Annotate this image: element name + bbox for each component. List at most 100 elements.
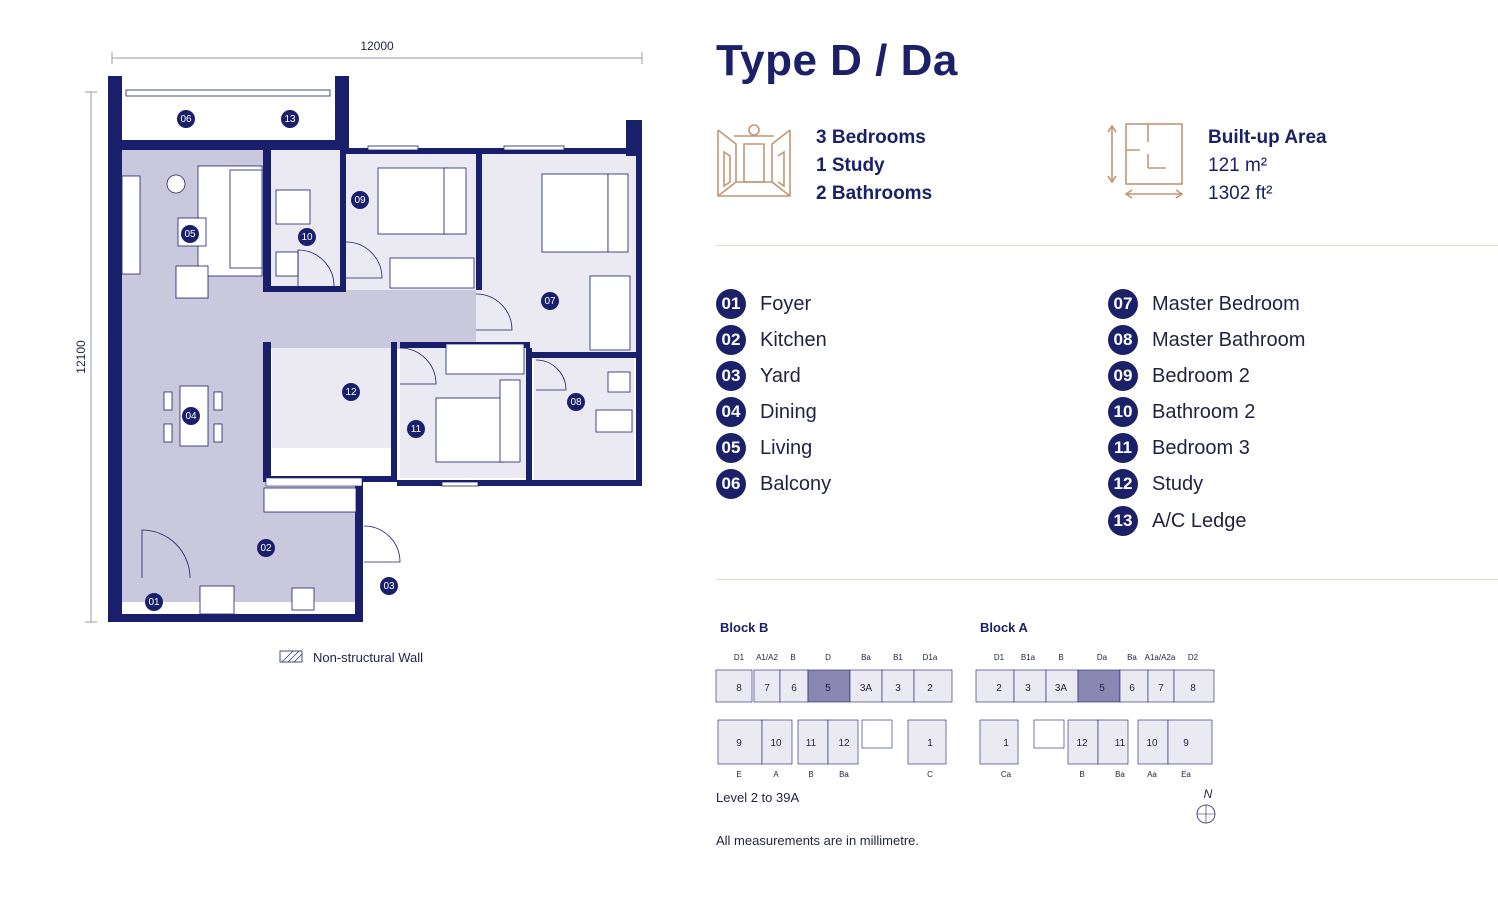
svg-text:A1/A2: A1/A2 bbox=[756, 653, 778, 662]
level-range: Level 2 to 39A bbox=[716, 790, 800, 805]
svg-text:C: C bbox=[927, 770, 933, 779]
room-badge-04: 04 bbox=[182, 407, 200, 425]
svg-text:B1: B1 bbox=[893, 653, 903, 662]
room-badge-05: 05 bbox=[181, 225, 199, 243]
svg-text:B1a: B1a bbox=[1021, 653, 1036, 662]
block-b-label: Block B bbox=[720, 620, 769, 635]
page-title: Type D / Da bbox=[716, 36, 958, 85]
rooms-summary: 3 Bedrooms 1 Study 2 Bathrooms bbox=[816, 124, 932, 208]
svg-text:6: 6 bbox=[1129, 683, 1135, 694]
block-a-label: Block A bbox=[980, 620, 1028, 635]
room-badge-02: 02 bbox=[257, 539, 275, 557]
fixtures bbox=[163, 165, 633, 615]
area-m2: 121 m² bbox=[1208, 155, 1268, 176]
svg-text:3: 3 bbox=[1025, 683, 1031, 694]
room-badge-09: 09 bbox=[351, 191, 369, 209]
svg-text:12: 12 bbox=[838, 738, 850, 749]
height-dim-label: 12100 bbox=[74, 340, 88, 374]
svg-text:B: B bbox=[808, 770, 813, 779]
footnote: All measurements are in millimetre. bbox=[716, 833, 920, 848]
svg-text:04: 04 bbox=[185, 411, 197, 422]
svg-text:10: 10 bbox=[301, 232, 313, 243]
room-badge-11: 11 bbox=[407, 420, 425, 438]
block-b-bottom-types: E A B Ba C bbox=[736, 770, 933, 779]
non-structural-walls bbox=[265, 477, 363, 487]
doors bbox=[141, 241, 567, 579]
room-badge-10: 10 bbox=[298, 228, 316, 246]
block-a-unit-numbers: 2 3 3A 5 6 7 8 1 12 11 10 9 bbox=[996, 683, 1196, 749]
block-b-units bbox=[715, 669, 953, 765]
area-summary: Built-up Area 121 m² 1302 ft² bbox=[1208, 124, 1327, 208]
svg-text:5: 5 bbox=[825, 683, 831, 694]
room-badge-01: 01 bbox=[145, 593, 163, 611]
divider-top bbox=[716, 245, 1498, 246]
svg-text:10: 10 bbox=[1146, 738, 1158, 749]
svg-text:A: A bbox=[773, 770, 779, 779]
block-a-key: D1 B1a B Da Ba A1a/A2a D2 bbox=[994, 653, 1199, 662]
svg-text:01: 01 bbox=[148, 597, 160, 608]
svg-text:5: 5 bbox=[1099, 683, 1105, 694]
study-line: 1 Study bbox=[816, 155, 885, 176]
svg-text:D: D bbox=[825, 653, 831, 662]
svg-text:12: 12 bbox=[1076, 738, 1088, 749]
wall-key: Non-structural Wall bbox=[279, 650, 423, 665]
svg-text:Ba: Ba bbox=[1115, 770, 1125, 779]
svg-text:05: 05 bbox=[184, 229, 196, 240]
windows bbox=[121, 89, 565, 487]
svg-text:09: 09 bbox=[354, 195, 366, 206]
key-plan: D1 A1/A2 B D Ba B1 D1a 8 7 6 5 3A 3 2 9 … bbox=[714, 648, 1224, 833]
svg-text:7: 7 bbox=[764, 683, 770, 694]
svg-text:3A: 3A bbox=[860, 683, 873, 694]
svg-text:3: 3 bbox=[895, 683, 901, 694]
svg-text:D1a: D1a bbox=[923, 653, 938, 662]
rooms-icon bbox=[716, 122, 792, 205]
svg-text:D1: D1 bbox=[994, 653, 1005, 662]
block-b-key: D1 A1/A2 B D Ba B1 D1a bbox=[734, 653, 938, 662]
svg-text:7: 7 bbox=[1158, 683, 1164, 694]
svg-text:13: 13 bbox=[284, 114, 296, 125]
north-arrow-icon: N bbox=[1196, 787, 1216, 824]
block-a-bottom-types: Ca B Ba Aa Ea bbox=[1001, 770, 1192, 779]
svg-text:2: 2 bbox=[996, 683, 1002, 694]
svg-text:08: 08 bbox=[570, 397, 582, 408]
svg-text:D2: D2 bbox=[1188, 653, 1199, 662]
walls bbox=[108, 76, 642, 622]
svg-text:6: 6 bbox=[791, 683, 797, 694]
svg-text:11: 11 bbox=[806, 738, 817, 749]
svg-text:10: 10 bbox=[770, 738, 782, 749]
svg-text:07: 07 bbox=[544, 296, 556, 307]
svg-text:E: E bbox=[736, 770, 741, 779]
svg-text:9: 9 bbox=[736, 738, 742, 749]
divider-bottom bbox=[716, 579, 1498, 580]
area-title: Built-up Area bbox=[1208, 127, 1327, 148]
room-badge-03: 03 bbox=[380, 577, 398, 595]
svg-text:1: 1 bbox=[927, 738, 933, 749]
block-b-unit-numbers: 8 7 6 5 3A 3 2 9 10 11 12 1 bbox=[736, 683, 933, 749]
svg-text:03: 03 bbox=[383, 581, 395, 592]
rooms-line: 3 Bedrooms bbox=[816, 127, 926, 148]
svg-text:11: 11 bbox=[1115, 738, 1126, 749]
svg-text:12: 12 bbox=[345, 387, 357, 398]
svg-text:Non-structural Wall: Non-structural Wall bbox=[313, 650, 423, 665]
floor-areas bbox=[118, 90, 636, 602]
svg-text:D1: D1 bbox=[734, 653, 745, 662]
width-dimension bbox=[111, 52, 643, 64]
area-ft2: 1302 ft² bbox=[1208, 183, 1273, 204]
svg-text:B: B bbox=[1058, 653, 1063, 662]
svg-text:9: 9 bbox=[1183, 738, 1189, 749]
svg-text:Ba: Ba bbox=[861, 653, 871, 662]
svg-text:02: 02 bbox=[260, 543, 272, 554]
svg-text:11: 11 bbox=[411, 424, 422, 435]
svg-text:1: 1 bbox=[1003, 738, 1009, 749]
